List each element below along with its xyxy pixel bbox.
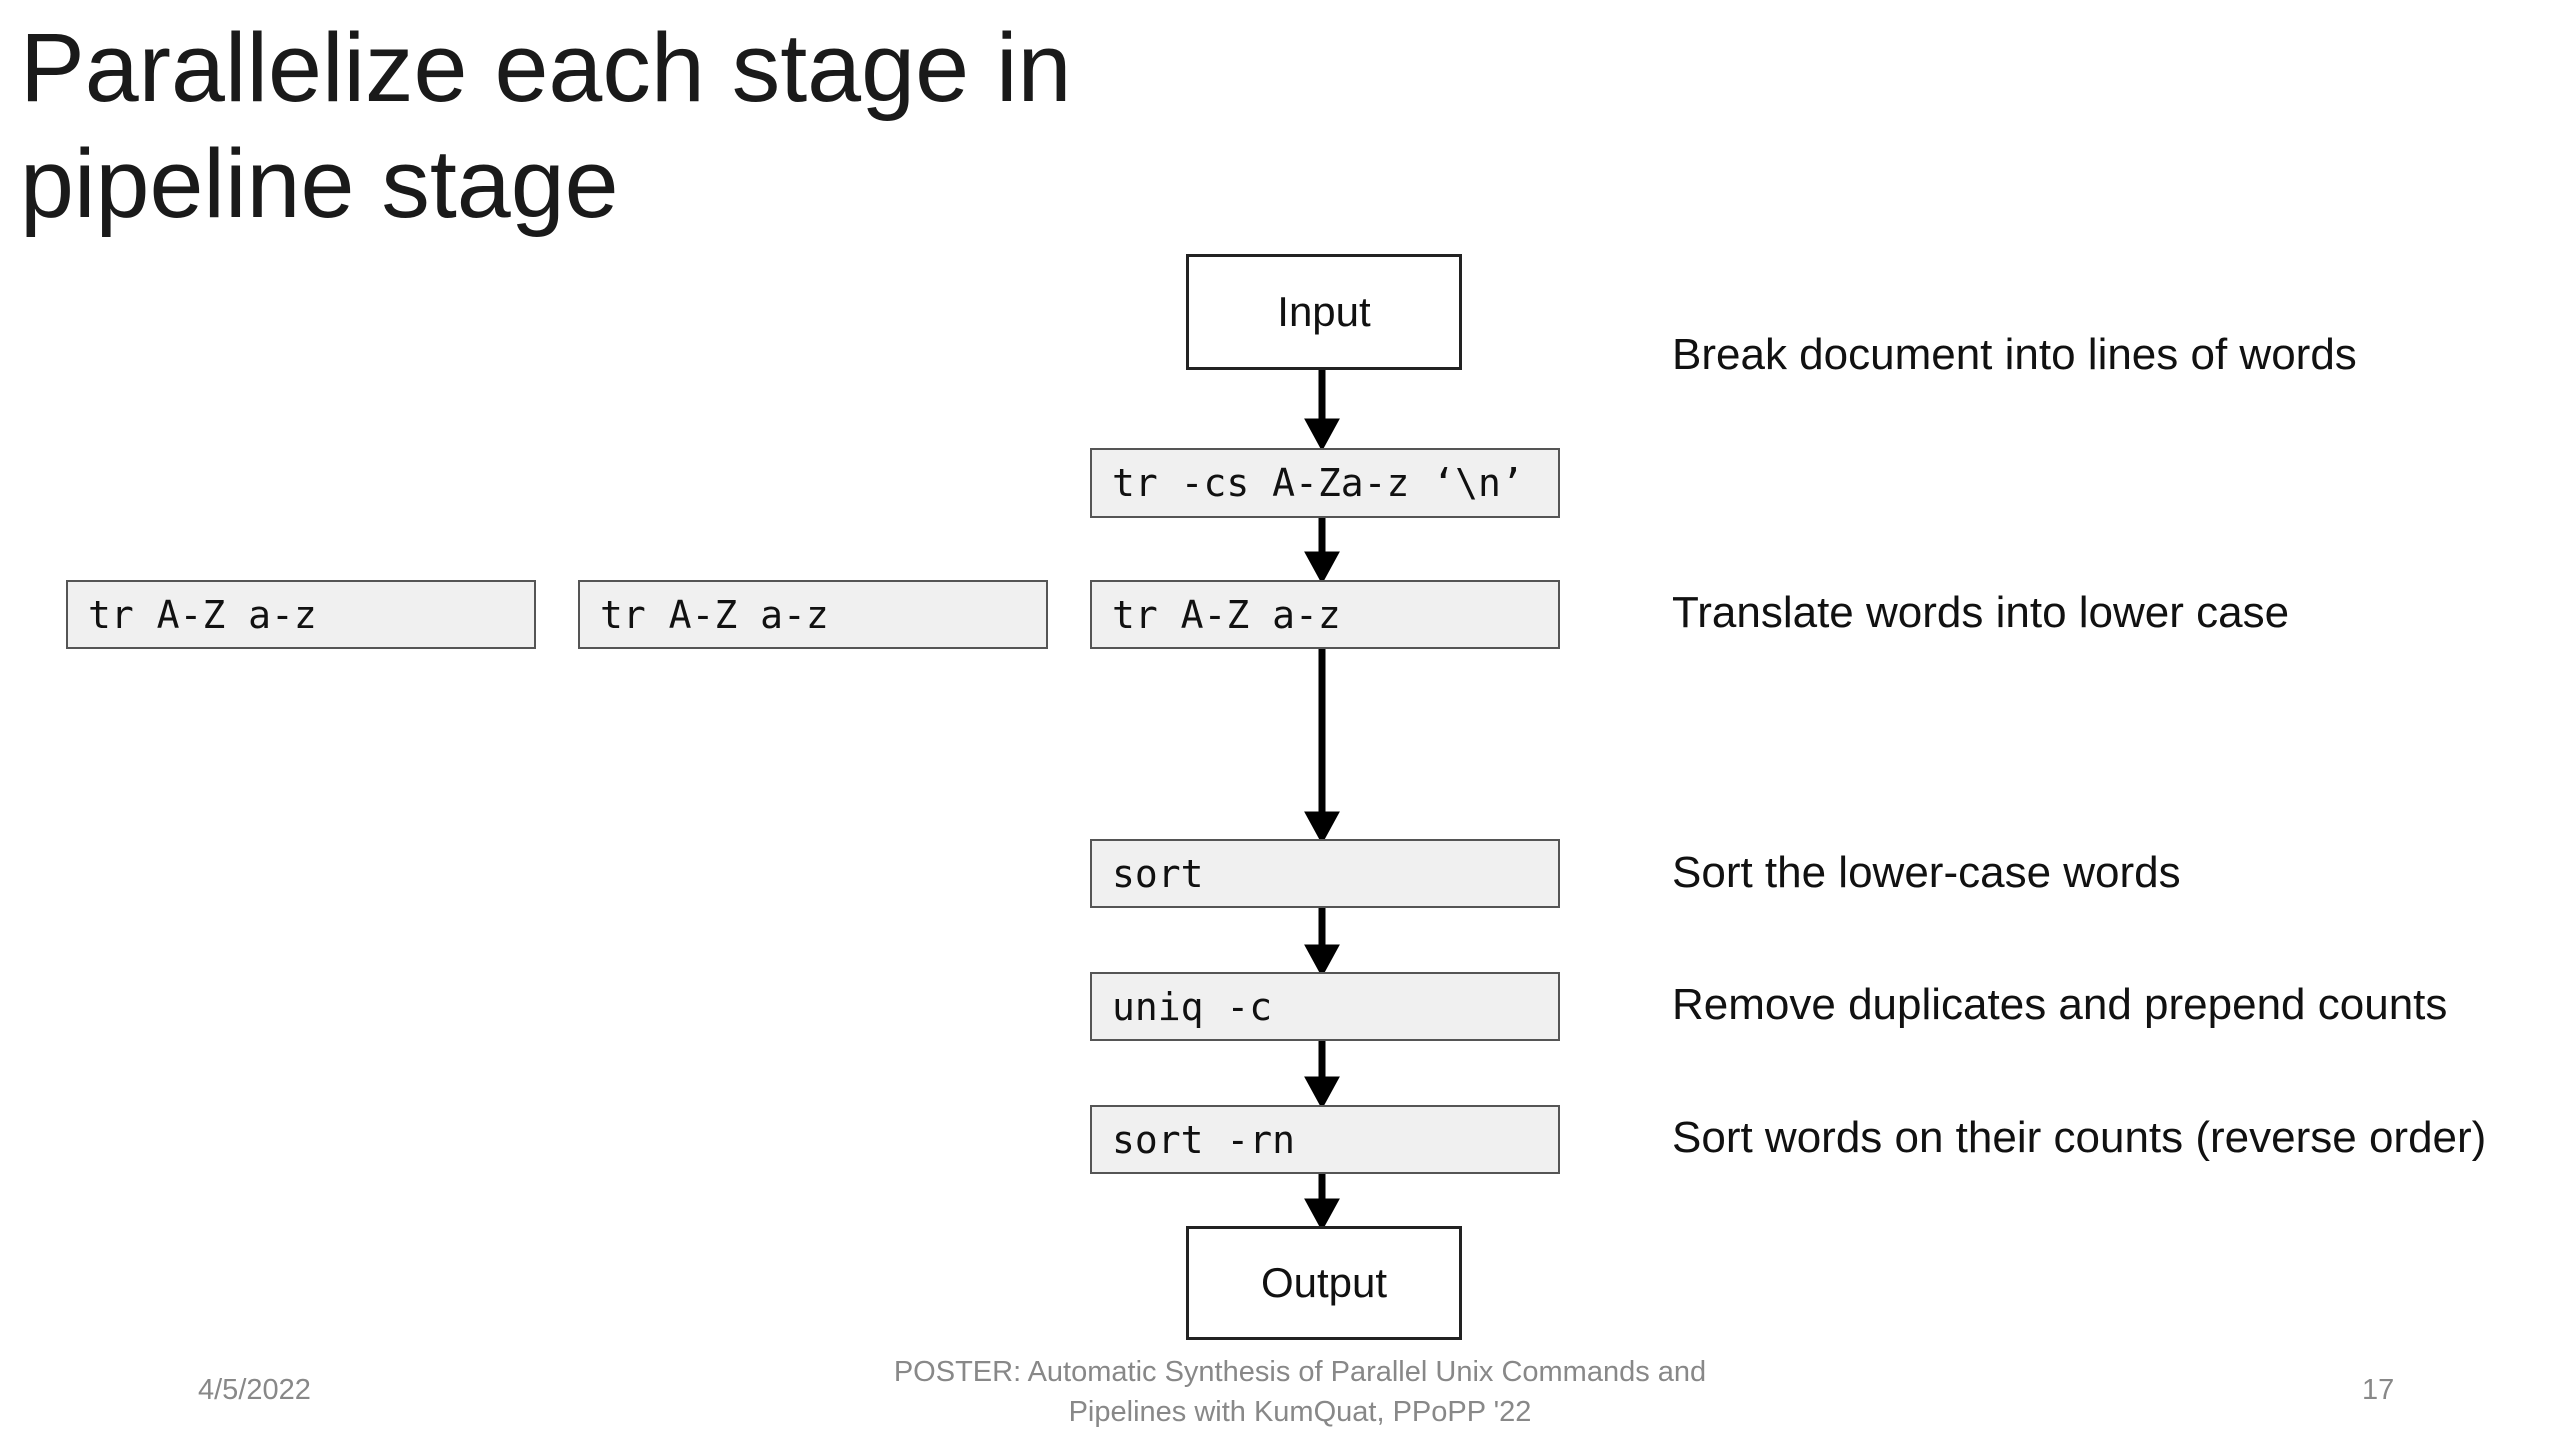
output-node: Output [1186, 1226, 1462, 1340]
stage-tr-lower-label: tr A-Z a-z [1112, 592, 1341, 637]
parallel-stage-label: tr A-Z a-z [88, 592, 317, 637]
input-label: Input [1277, 288, 1371, 335]
footer-citation-line2: Pipelines with KumQuat, PPoPP '22 [1068, 1396, 1532, 1428]
desc-sort: Sort the lower-case words [1672, 848, 2181, 897]
desc-translate: Translate words into lower case [1672, 588, 2290, 637]
input-node: Input [1186, 254, 1462, 370]
desc-uniq: Remove duplicates and prepend counts [1672, 980, 2448, 1029]
footer-date: 4/5/2022 [198, 1374, 311, 1406]
stage-uniq-label: uniq -c [1112, 984, 1273, 1029]
parallel-stage-label: tr A-Z a-z [600, 592, 829, 637]
stage-sort-rn: sort -rn [1090, 1105, 1560, 1174]
desc-break: Break document into lines of words [1672, 330, 2357, 379]
output-label: Output [1260, 1259, 1388, 1306]
stage-sort-label: sort [1112, 851, 1204, 896]
stage-uniq: uniq -c [1090, 972, 1560, 1041]
slide-title: Parallelize each stage in pipeline stage [20, 13, 1072, 238]
stage-tr-lower: tr A-Z a-z [1090, 580, 1560, 649]
stage-tr-cs-label: tr -cs A-Za-z ‘\n’ [1112, 461, 1524, 505]
parallel-stage-tr-lower-2: tr A-Z a-z [578, 580, 1048, 649]
stage-sort-rn-label: sort -rn [1112, 1117, 1296, 1162]
parallel-stage-tr-lower-1: tr A-Z a-z [66, 580, 536, 649]
stage-sort: sort [1090, 839, 1560, 908]
desc-sort-rn: Sort words on their counts (reverse orde… [1672, 1113, 2487, 1162]
footer-page-number: 17 [2362, 1374, 2395, 1406]
footer-citation-line1: POSTER: Automatic Synthesis of Parallel … [893, 1356, 1707, 1388]
footer-citation: POSTER: Automatic Synthesis of Parallel … [850, 1352, 1750, 1432]
stage-tr-cs: tr -cs A-Za-z ‘\n’ [1090, 448, 1560, 518]
